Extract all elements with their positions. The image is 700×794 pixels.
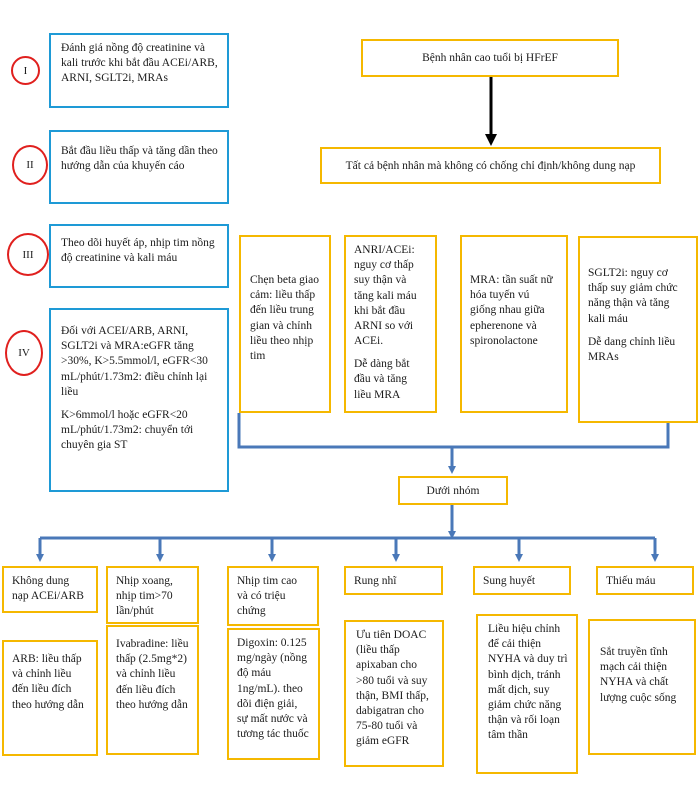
level-text-2: Bắt đầu liều thấp và tăng dần theo hướng… xyxy=(61,145,218,173)
subgroup-title-text-4: Rung nhĩ xyxy=(354,575,397,587)
subgroup-box: Dưới nhóm xyxy=(398,476,508,505)
subgroup-label: Dưới nhóm xyxy=(426,485,480,497)
patient-box: Bệnh nhân cao tuổi bị HFrEF xyxy=(361,39,619,77)
subgroup-detail-text-3: Digoxin: 0.125 mg/ngày (nồng độ máu 1ng/… xyxy=(237,637,309,741)
level-marker-3: III xyxy=(7,233,49,276)
level-box-4: Đối với ACEI/ARB, ARNI, SGLT2i và MRA:eG… xyxy=(49,308,229,492)
subgroup-title-2: Nhịp xoang, nhịp tim>70 lần/phút xyxy=(106,566,199,624)
drug-box-arni: ANRI/ACEi: nguy cơ thấp suy thận và tăng… xyxy=(344,235,437,413)
subgroup-detail-5: Liều hiệu chỉnh để cải thiện NYHA và duy… xyxy=(476,614,578,774)
drug-text-3: MRA: tần suất nữ hóa tuyến vú giống nhau… xyxy=(470,274,553,347)
drug-box-beta-blocker: Chẹn beta giao cảm: liều thấp đến liều t… xyxy=(239,235,331,413)
drug-text-1: Chẹn beta giao cảm: liều thấp đến liều t… xyxy=(250,274,319,362)
subgroup-title-text-2: Nhịp xoang, nhịp tim>70 lần/phút xyxy=(116,575,173,618)
subgroup-detail-text-1: ARB: liều thấp và chỉnh liều đến liều đí… xyxy=(12,653,84,711)
subgroup-title-6: Thiếu máu xyxy=(596,566,694,595)
drug-text-2b: Dễ dàng bắt đầu và tăng liều MRA xyxy=(354,358,410,401)
eligible-text: Tất cả bệnh nhân mà không có chống chỉ đ… xyxy=(345,160,636,172)
level-text-4a: Đối với ACEI/ARB, ARNI, SGLT2i và MRA:eG… xyxy=(61,325,208,398)
level-marker-2: II xyxy=(12,145,48,185)
level-marker-1: I xyxy=(11,56,40,85)
subgroup-title-5: Sung huyết xyxy=(473,566,571,595)
subgroup-detail-text-4: Ưu tiên DOAC (liều thấp apixaban cho >80… xyxy=(356,629,429,748)
drug-box-mra: MRA: tần suất nữ hóa tuyến vú giống nhau… xyxy=(460,235,568,413)
subgroup-detail-4: Ưu tiên DOAC (liều thấp apixaban cho >80… xyxy=(344,620,444,767)
level-box-3: Theo dõi huyết áp, nhịp tim nồng độ crea… xyxy=(49,224,229,288)
level-box-2: Bắt đầu liều thấp và tăng dần theo hướng… xyxy=(49,130,229,204)
eligible-box: Tất cả bệnh nhân mà không có chống chỉ đ… xyxy=(320,147,661,184)
subgroup-title-text-1: Không dung nạp ACEi/ARB xyxy=(12,575,84,603)
subgroup-detail-6: Sắt truyền tĩnh mạch cải thiện NYHA và c… xyxy=(588,619,696,755)
subgroup-title-text-6: Thiếu máu xyxy=(606,575,656,587)
subgroup-title-text-5: Sung huyết xyxy=(483,575,536,587)
drug-text-2a: ANRI/ACEi: nguy cơ thấp suy thận và tăng… xyxy=(354,244,417,348)
patient-title: Bệnh nhân cao tuổi bị HFrEF xyxy=(422,52,558,64)
subgroup-detail-3: Digoxin: 0.125 mg/ngày (nồng độ máu 1ng/… xyxy=(227,628,320,760)
subgroup-detail-text-5: Liều hiệu chỉnh để cải thiện NYHA và duy… xyxy=(488,623,568,742)
subgroup-detail-text-2: Ivabradine: liều thấp (2.5mg*2) và chỉnh… xyxy=(116,638,189,711)
subgroup-detail-2: Ivabradine: liều thấp (2.5mg*2) và chỉnh… xyxy=(106,625,199,755)
subgroup-title-4: Rung nhĩ xyxy=(344,566,443,595)
level-text-4b: K>6mmol/l hoặc eGFR<20 mL/phút/1.73m2: c… xyxy=(61,408,194,452)
level-text-1: Đánh giá nồng độ creatinine và kali trướ… xyxy=(61,42,218,85)
drug-box-sglt2i: SGLT2i: nguy cơ thấp suy giảm chức năng … xyxy=(578,236,698,423)
subgroup-detail-text-6: Sắt truyền tĩnh mạch cải thiện NYHA và c… xyxy=(600,646,677,704)
subgroup-title-text-3: Nhịp tim cao và có triệu chứng xyxy=(237,575,298,618)
level-text-3: Theo dõi huyết áp, nhịp tim nồng độ crea… xyxy=(61,237,215,265)
subgroup-title-3: Nhịp tim cao và có triệu chứng xyxy=(227,566,319,626)
subgroup-title-1: Không dung nạp ACEi/ARB xyxy=(2,566,98,613)
level-box-1: Đánh giá nồng độ creatinine và kali trướ… xyxy=(49,33,229,108)
drug-text-4b: Dễ dang chỉnh liều MRAs xyxy=(588,335,676,363)
level-marker-4: IV xyxy=(5,330,43,376)
drug-text-4a: SGLT2i: nguy cơ thấp suy giảm chức năng … xyxy=(588,267,678,325)
subgroup-detail-1: ARB: liều thấp và chỉnh liều đến liều đí… xyxy=(2,640,98,756)
